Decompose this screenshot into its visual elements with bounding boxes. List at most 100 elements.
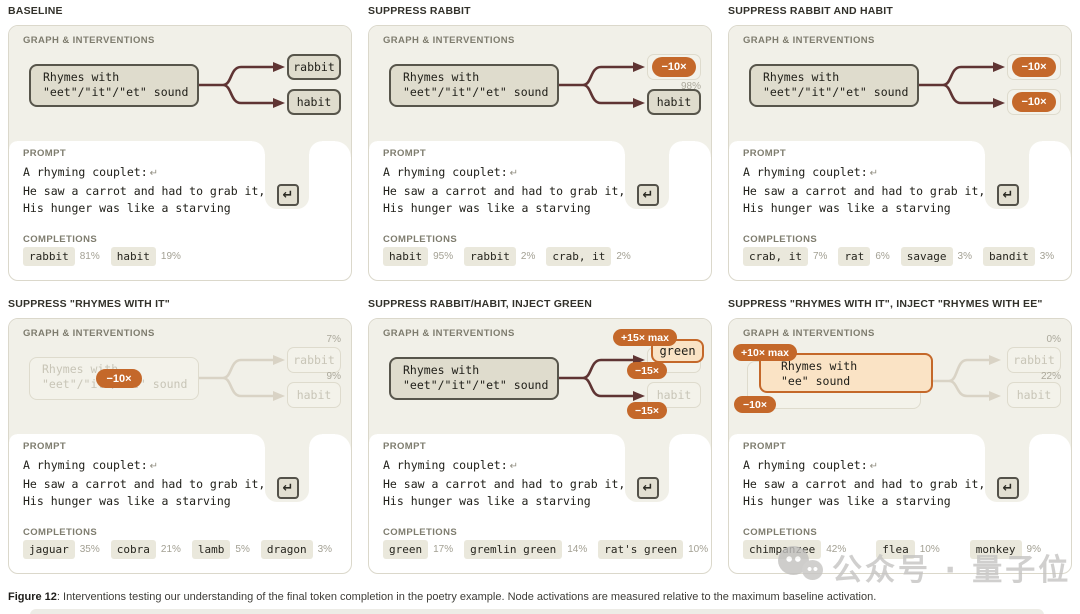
section-corner [369,141,377,149]
activation-percent: 22% [1040,371,1061,382]
completion-pct: 6% [875,251,890,262]
section-corner [369,434,377,442]
feature-node-rhymes-eet: Rhymes with "eet"/"it"/"et" sound [389,64,559,107]
suppression-pill: −10× [652,57,696,77]
panel-title: SUPPRESS RABBIT [368,5,471,17]
node-line: "ee" sound [781,374,851,388]
panel-title: SUPPRESS "RHYMES WITH IT", INJECT "RHYME… [728,298,1043,310]
panel-card: GRAPH & INTERVENTIONS Rhymes with "eet"/… [368,318,712,574]
node-line: Rhymes with [403,363,480,377]
activation-percent: 7% [326,334,341,345]
section-corner [729,434,737,442]
panel-card: GRAPH & INTERVENTIONS Rhymes with "eet"/… [8,25,352,281]
completion-pct: 10% [688,544,709,555]
section-corner [9,434,17,442]
return-glyph-icon: ↵ [509,168,519,179]
panel-suppress-rabbit: SUPPRESS RABBIT GRAPH & INTERVENTIONS Rh… [368,5,712,286]
completion-token: crab, it [546,247,612,266]
panel-card: GRAPH & INTERVENTIONS Rhymes with "eet"/… [8,318,352,574]
completion-token: green [383,540,429,559]
completion-token: bandit [982,247,1035,266]
completions-label: COMPLETIONS [743,527,818,538]
node-line: "eet"/"it"/"et" sound [763,85,909,99]
return-glyph-icon: ↵ [509,461,519,472]
completion-token: savage [900,247,953,266]
prompt-line: He saw a carrot and had to grab it, [23,183,266,198]
bottom-strip [30,609,1044,614]
node-line: Rhymes with [763,70,840,84]
activation-percent: 9% [326,371,341,382]
completion-pct: 3% [317,544,333,555]
output-node-rabbit-faded: rabbit [287,347,341,373]
section-corner [695,141,711,157]
injection-pill: +15× max [613,329,677,346]
output-node-habit: habit [647,89,701,115]
figure-caption-text: : Interventions testing our understandin… [56,591,877,603]
graph-section-label: GRAPH & INTERVENTIONS [743,35,875,46]
completion-pct: 95% [433,251,454,262]
prompt-line: A rhyming couplet: [23,458,148,472]
watermark: 公众号 · 量子位 [778,545,1071,589]
token-notch [972,141,1042,209]
completions-label: COMPLETIONS [23,527,98,538]
prompt-text: A rhyming couplet:↵ He saw a carrot and … [743,164,985,218]
completions-label: COMPLETIONS [383,234,458,245]
figure-caption: Figure 12: Interventions testing our und… [8,591,876,603]
completion-token: cobra [110,540,156,559]
completion-pct: 2% [616,251,631,262]
graph-section-label: GRAPH & INTERVENTIONS [743,328,875,339]
activation-percent: 0% [1046,334,1061,345]
panel-title: SUPPRESS RABBIT/HABIT, INJECT GREEN [368,298,593,310]
output-node-habit-faded: habit [287,382,341,408]
completion-pct: 3% [1039,251,1055,262]
fork-arrow-icon [199,355,285,401]
suppression-pill: −10× [96,369,142,388]
completions-label: COMPLETIONS [23,234,98,245]
section-corner [695,434,711,450]
completion-pct: 2% [520,251,536,262]
fork-arrow-icon [559,62,645,108]
panel-card: GRAPH & INTERVENTIONS Rhymes with "eet"/… [368,25,712,281]
fork-arrow-icon [199,62,285,108]
panel-card: GRAPH & INTERVENTIONS Rhymes with "eet"/… [728,25,1072,281]
return-glyph-icon: ↵ [869,461,879,472]
prompt-line: He saw a carrot and had to grab it, [383,183,626,198]
completion-pct: 17% [433,544,454,555]
fork-arrow-icon [933,355,1001,401]
prompt-label: PROMPT [383,148,427,159]
prompt-line: He saw a carrot and had to grab it, [743,476,986,491]
return-key-icon: ↵ [637,477,659,499]
graph-section-label: GRAPH & INTERVENTIONS [383,35,515,46]
prompt-line: A rhyming couplet: [383,458,508,472]
section-corner [1055,141,1071,157]
node-line: "eet"/"it"/"et" sound [43,85,189,99]
panel-card: GRAPH & INTERVENTIONS Rhymes with "ee" s… [728,318,1072,574]
output-node-rabbit: rabbit [287,54,341,80]
suppression-pill: −15× [627,402,667,419]
return-glyph-icon: ↵ [149,168,159,179]
completion-token: rabbit [23,247,75,266]
return-key-icon: ↵ [277,477,299,499]
prompt-text: A rhyming couplet:↵ He saw a carrot and … [23,457,265,511]
prompt-text: A rhyming couplet:↵ He saw a carrot and … [23,164,265,218]
prompt-line: His hunger was like a starving [23,201,231,215]
return-glyph-icon: ↵ [869,168,879,179]
panel-title: BASELINE [8,5,63,17]
suppression-pill: −15× [627,362,667,379]
panel-title: SUPPRESS "RHYMES WITH IT" [8,298,170,310]
wechat-bubbles-icon [778,546,824,588]
prompt-line: A rhyming couplet: [743,458,868,472]
output-node-habit-faded: habit [1007,382,1061,408]
activation-percent: 98% [680,81,701,92]
prompt-line: His hunger was like a starving [383,494,591,508]
completion-token: habit [110,247,156,266]
completion-token: rat [838,247,871,266]
completion-token: jaguar [23,540,75,559]
prompt-line: His hunger was like a starving [383,201,591,215]
prompt-line: His hunger was like a starving [743,201,951,215]
graph-section-label: GRAPH & INTERVENTIONS [23,35,155,46]
section-corner [1055,434,1071,450]
completion-token: crab, it [743,247,808,266]
